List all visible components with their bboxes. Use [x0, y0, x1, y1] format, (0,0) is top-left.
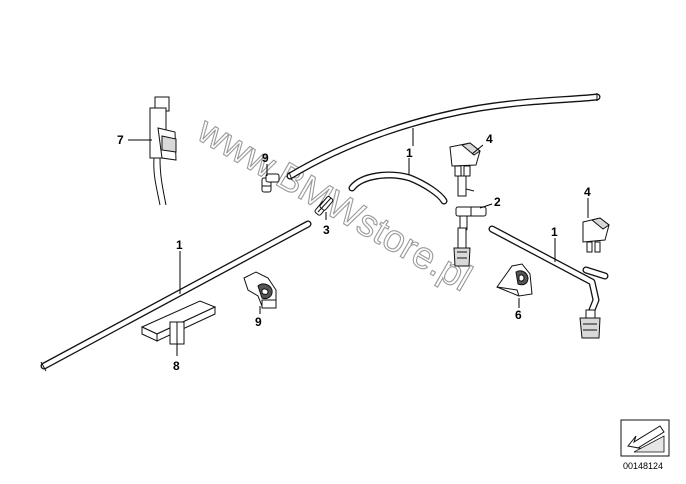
- corner-arrow-icon: [620, 419, 670, 457]
- callout-labels: 1 1 1 2 3 4 4 6 7 8 9 1 9: [117, 132, 591, 373]
- hose-clip-right[interactable]: [496, 263, 533, 297]
- callout-nozzle-right: 4: [584, 185, 591, 199]
- callout-hose-clip-center: 9: [255, 315, 262, 329]
- hose-clip-center[interactable]: [243, 271, 277, 309]
- tee-connector[interactable]: [455, 206, 487, 231]
- watermark-text: www.BMWstore.pl: [190, 109, 479, 300]
- document-number: 00148124: [623, 461, 663, 471]
- hose-right-lower[interactable]: [488, 225, 609, 314]
- nozzle-lower-right[interactable]: [579, 309, 601, 339]
- callout-elbow: 9: [262, 151, 269, 165]
- washer-nozzle-right[interactable]: [582, 217, 610, 253]
- tee-drop-hose[interactable]: [453, 227, 471, 267]
- callout-straight-connector: 3: [323, 223, 330, 237]
- callout-tee-connector: 2: [494, 195, 501, 209]
- callout-nozzle-center: 4: [486, 132, 493, 146]
- callout-hose-clip-right: 6: [515, 308, 522, 322]
- callout-cable-tie-holder: 7: [117, 133, 124, 147]
- callout-hose-upper: 1: [406, 146, 413, 160]
- callout-hose-left: 1: [176, 238, 183, 252]
- callout-hose-right-lower: 1: [551, 225, 558, 239]
- hose-holder-bracket[interactable]: [140, 300, 217, 345]
- cable-tie-holder[interactable]: [149, 96, 177, 206]
- hose-upper-long[interactable]: [286, 93, 601, 181]
- hose-center-curved[interactable]: [348, 171, 448, 205]
- leader-lines: [128, 128, 589, 356]
- hose-left-long[interactable]: [40, 220, 312, 372]
- washer-nozzle-center[interactable]: [449, 142, 481, 197]
- straight-connector[interactable]: [314, 196, 334, 216]
- elbow-connector[interactable]: [261, 173, 280, 193]
- callout-hose-holder-bracket: 8: [173, 359, 180, 373]
